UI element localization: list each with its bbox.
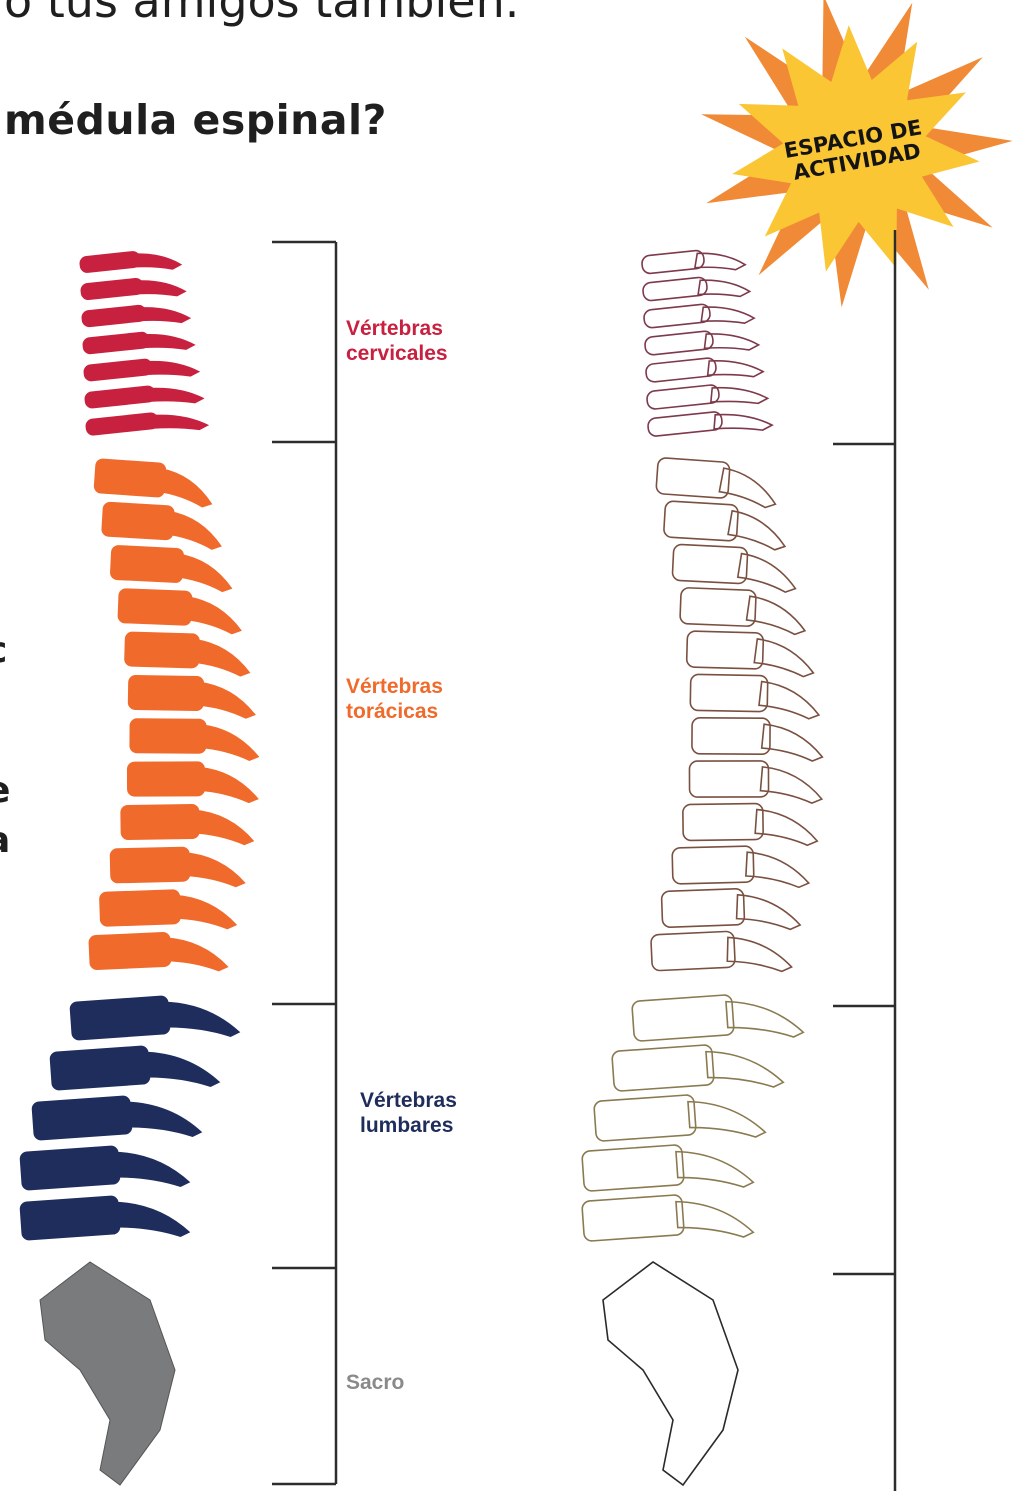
vertebra-outline-thoracic — [680, 588, 807, 635]
right-activity-brackets — [833, 230, 895, 1491]
vertebra-outline-thoracic — [686, 631, 814, 677]
vertebra-outline-thoracic — [661, 887, 800, 934]
vertebra-outline-cervical — [642, 272, 750, 306]
vertebra-thoracic — [127, 674, 256, 719]
vertebra-lumbar — [69, 990, 241, 1048]
vertebra-lumbar — [31, 1090, 203, 1148]
vertebra-thoracic — [100, 501, 224, 551]
vertebra-outline-thoracic — [651, 929, 792, 978]
vertebra-outline-lumbar — [582, 1140, 754, 1198]
vertebra-outline-thoracic — [689, 761, 821, 804]
left-region-brackets — [272, 242, 336, 1484]
vertebra-thoracic — [126, 761, 258, 804]
vertebra-outline-thoracic — [672, 544, 797, 592]
vertebra-lumbar — [19, 1140, 191, 1198]
colored-spine-illustration — [19, 246, 260, 1485]
vertebra-thoracic — [88, 929, 229, 978]
sacrum-outline — [603, 1262, 738, 1485]
vertebra-thoracic — [129, 718, 260, 761]
sacrum-bone — [40, 1262, 175, 1485]
vertebra-cervical — [84, 406, 209, 442]
vertebra-thoracic — [117, 588, 244, 635]
vertebra-cervical — [83, 379, 205, 415]
vertebra-outline-thoracic — [672, 845, 809, 891]
vertebra-outline-cervical — [646, 379, 768, 415]
vertebra-cervical — [79, 272, 187, 306]
vertebra-outline-cervical — [645, 353, 763, 388]
vertebra-cervical — [81, 326, 196, 361]
vertebra-outline-lumbar — [594, 1090, 766, 1148]
outline-spine-illustration — [582, 246, 823, 1485]
vertebra-outline-thoracic — [692, 718, 823, 761]
vertebra-outline-cervical — [644, 326, 759, 361]
vertebra-outline-lumbar — [632, 990, 804, 1048]
vertebra-outline-lumbar — [582, 1190, 754, 1248]
vertebra-thoracic — [109, 544, 234, 592]
vertebra-lumbar — [19, 1190, 191, 1248]
vertebra-outline-cervical — [643, 299, 754, 334]
vertebra-cervical — [78, 246, 182, 280]
vertebra-outline-lumbar — [612, 1040, 784, 1098]
vertebra-thoracic — [120, 803, 255, 847]
vertebra-outline-cervical — [647, 406, 772, 442]
vertebra-cervical — [82, 353, 200, 388]
vertebra-outline-thoracic — [683, 803, 818, 847]
vertebra-cervical — [80, 299, 191, 334]
vertebra-outline-thoracic — [690, 674, 819, 719]
label-sacrum: Sacro — [344, 1368, 406, 1397]
vertebra-outline-cervical — [641, 246, 745, 280]
vertebra-outline-thoracic — [663, 501, 787, 551]
vertebra-thoracic — [109, 845, 246, 891]
vertebra-thoracic — [123, 631, 251, 677]
vertebra-lumbar — [49, 1040, 221, 1098]
vertebra-thoracic — [98, 887, 237, 934]
vertebra-thoracic — [92, 458, 215, 509]
